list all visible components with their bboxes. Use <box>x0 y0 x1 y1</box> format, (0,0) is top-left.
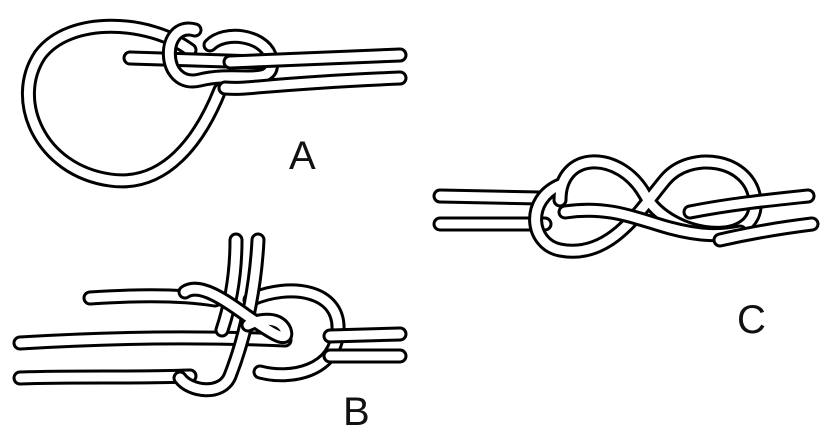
knot-a <box>20 18 408 189</box>
knot-c <box>432 154 820 259</box>
knot-b <box>12 232 408 398</box>
label-c: C <box>737 298 766 342</box>
label-b: B <box>343 390 370 434</box>
label-a: A <box>289 134 316 178</box>
